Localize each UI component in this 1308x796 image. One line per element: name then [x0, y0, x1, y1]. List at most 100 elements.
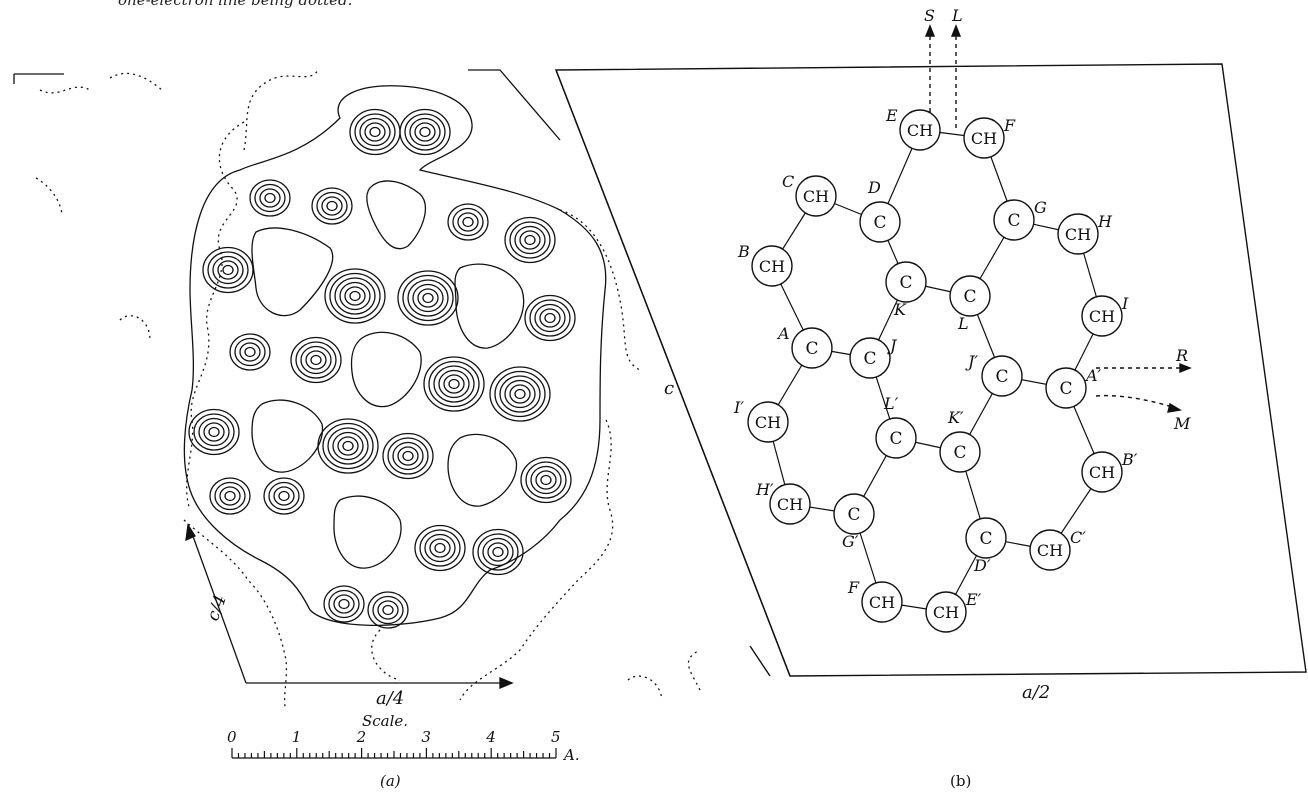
atom-D2: C	[965, 517, 1007, 559]
atom-label: K′	[948, 408, 964, 427]
atom-D: C	[859, 201, 901, 243]
atom-label: J′	[968, 352, 979, 371]
density-peak	[504, 216, 556, 264]
atom-symbol: CH	[869, 593, 895, 612]
atom-K: C	[885, 261, 927, 303]
density-peak	[202, 246, 254, 294]
caption-fragment: one-electron line being dotted.	[118, 0, 353, 9]
atom-label: G′	[842, 532, 859, 551]
atom-label: E	[886, 106, 898, 125]
atom-label: I	[1122, 294, 1129, 313]
density-peak	[447, 203, 489, 241]
atom-F: CH	[963, 117, 1005, 159]
direction-label-R: R	[1176, 346, 1189, 365]
atom-label: L	[958, 314, 969, 333]
atom-symbol: C	[873, 213, 886, 233]
atom-G2: C	[833, 493, 875, 535]
density-peak	[489, 366, 551, 422]
panel-a-label: (a)	[380, 772, 401, 790]
dotted-contours	[35, 69, 701, 711]
atom-G: C	[993, 199, 1035, 241]
contour-hole-1	[366, 180, 426, 250]
contour-hole-2	[251, 227, 334, 317]
atom-A2: C	[1045, 367, 1087, 409]
atom-symbol: C	[963, 287, 976, 307]
contour-hole-5	[251, 399, 324, 473]
atom-label: A	[778, 324, 790, 343]
density-peak	[397, 270, 459, 326]
arrow-head-R	[1179, 362, 1192, 374]
axis-label-a2: a/2	[1022, 682, 1051, 703]
atom-B: CH	[751, 245, 793, 287]
atom-label: B′	[1122, 450, 1138, 469]
density-peak	[414, 524, 466, 572]
scale-tick-label: 1	[291, 728, 302, 746]
atom-symbol: C	[899, 273, 912, 293]
atom-symbol: C	[995, 367, 1008, 387]
atom-B2: CH	[1081, 451, 1123, 493]
density-peak	[188, 408, 240, 456]
contour-hole-7	[333, 495, 402, 569]
atom-F2: CH	[861, 581, 903, 623]
contour-outer	[183, 85, 607, 626]
c-axis-arrow-line	[189, 527, 247, 684]
atom-A: C	[791, 327, 833, 369]
atom-symbol: C	[953, 443, 966, 463]
density-peak	[399, 108, 451, 156]
atom-L: C	[949, 275, 991, 317]
atom-label: E′	[966, 590, 982, 609]
atom-label: B	[738, 242, 750, 261]
atom-E2: CH	[925, 591, 967, 633]
atom-symbol: C	[805, 339, 818, 359]
atom-label: C	[782, 172, 795, 191]
atom-symbol: CH	[971, 129, 997, 148]
atom-symbol: C	[847, 505, 860, 525]
direction-label-S: S	[924, 6, 935, 25]
atom-label: G	[1034, 198, 1047, 217]
density-peak	[290, 336, 342, 384]
density-peak	[263, 477, 305, 515]
arrow-M	[1095, 394, 1177, 409]
atom-symbol: CH	[1065, 225, 1091, 244]
direction-label-M: M	[1174, 414, 1191, 433]
density-peak	[382, 432, 434, 480]
atom-symbol: C	[889, 429, 902, 449]
atom-label: D	[868, 178, 881, 197]
a-axis-arrow-head	[499, 677, 514, 689]
density-peak	[367, 591, 409, 629]
atom-label: D′	[974, 556, 991, 575]
cell-small-mark	[749, 645, 771, 677]
density-peak	[423, 356, 485, 412]
atom-H2: CH	[769, 483, 811, 525]
c-axis-arrow-head	[185, 523, 196, 542]
atom-symbol: CH	[1089, 463, 1115, 482]
atom-label: L′	[884, 394, 899, 413]
density-peak	[249, 179, 291, 217]
scale-tick-label: 2	[356, 728, 367, 746]
atom-L2: C	[875, 417, 917, 459]
atom-symbol: CH	[1089, 307, 1115, 326]
atom-label: J	[890, 336, 897, 355]
atom-symbol: CH	[777, 495, 803, 514]
scale-tick-label: 3	[421, 728, 431, 746]
atom-symbol: CH	[803, 187, 829, 206]
atom-J2: C	[981, 355, 1023, 397]
atom-label: K	[894, 300, 906, 319]
density-peak	[317, 418, 379, 474]
atom-symbol: CH	[759, 257, 785, 276]
atom-label: H	[1098, 212, 1112, 231]
atom-I2: CH	[747, 401, 789, 443]
atom-J: C	[849, 337, 891, 379]
atom-symbol: CH	[933, 603, 959, 622]
density-peak	[311, 187, 353, 225]
axis-label-c: c	[664, 378, 675, 399]
atom-E: CH	[899, 109, 941, 151]
scale-title: Scale.	[362, 712, 409, 730]
density-peak	[229, 333, 271, 371]
atom-K2: C	[939, 431, 981, 473]
density-peak	[324, 268, 386, 324]
atom-label: C′	[1070, 528, 1086, 547]
